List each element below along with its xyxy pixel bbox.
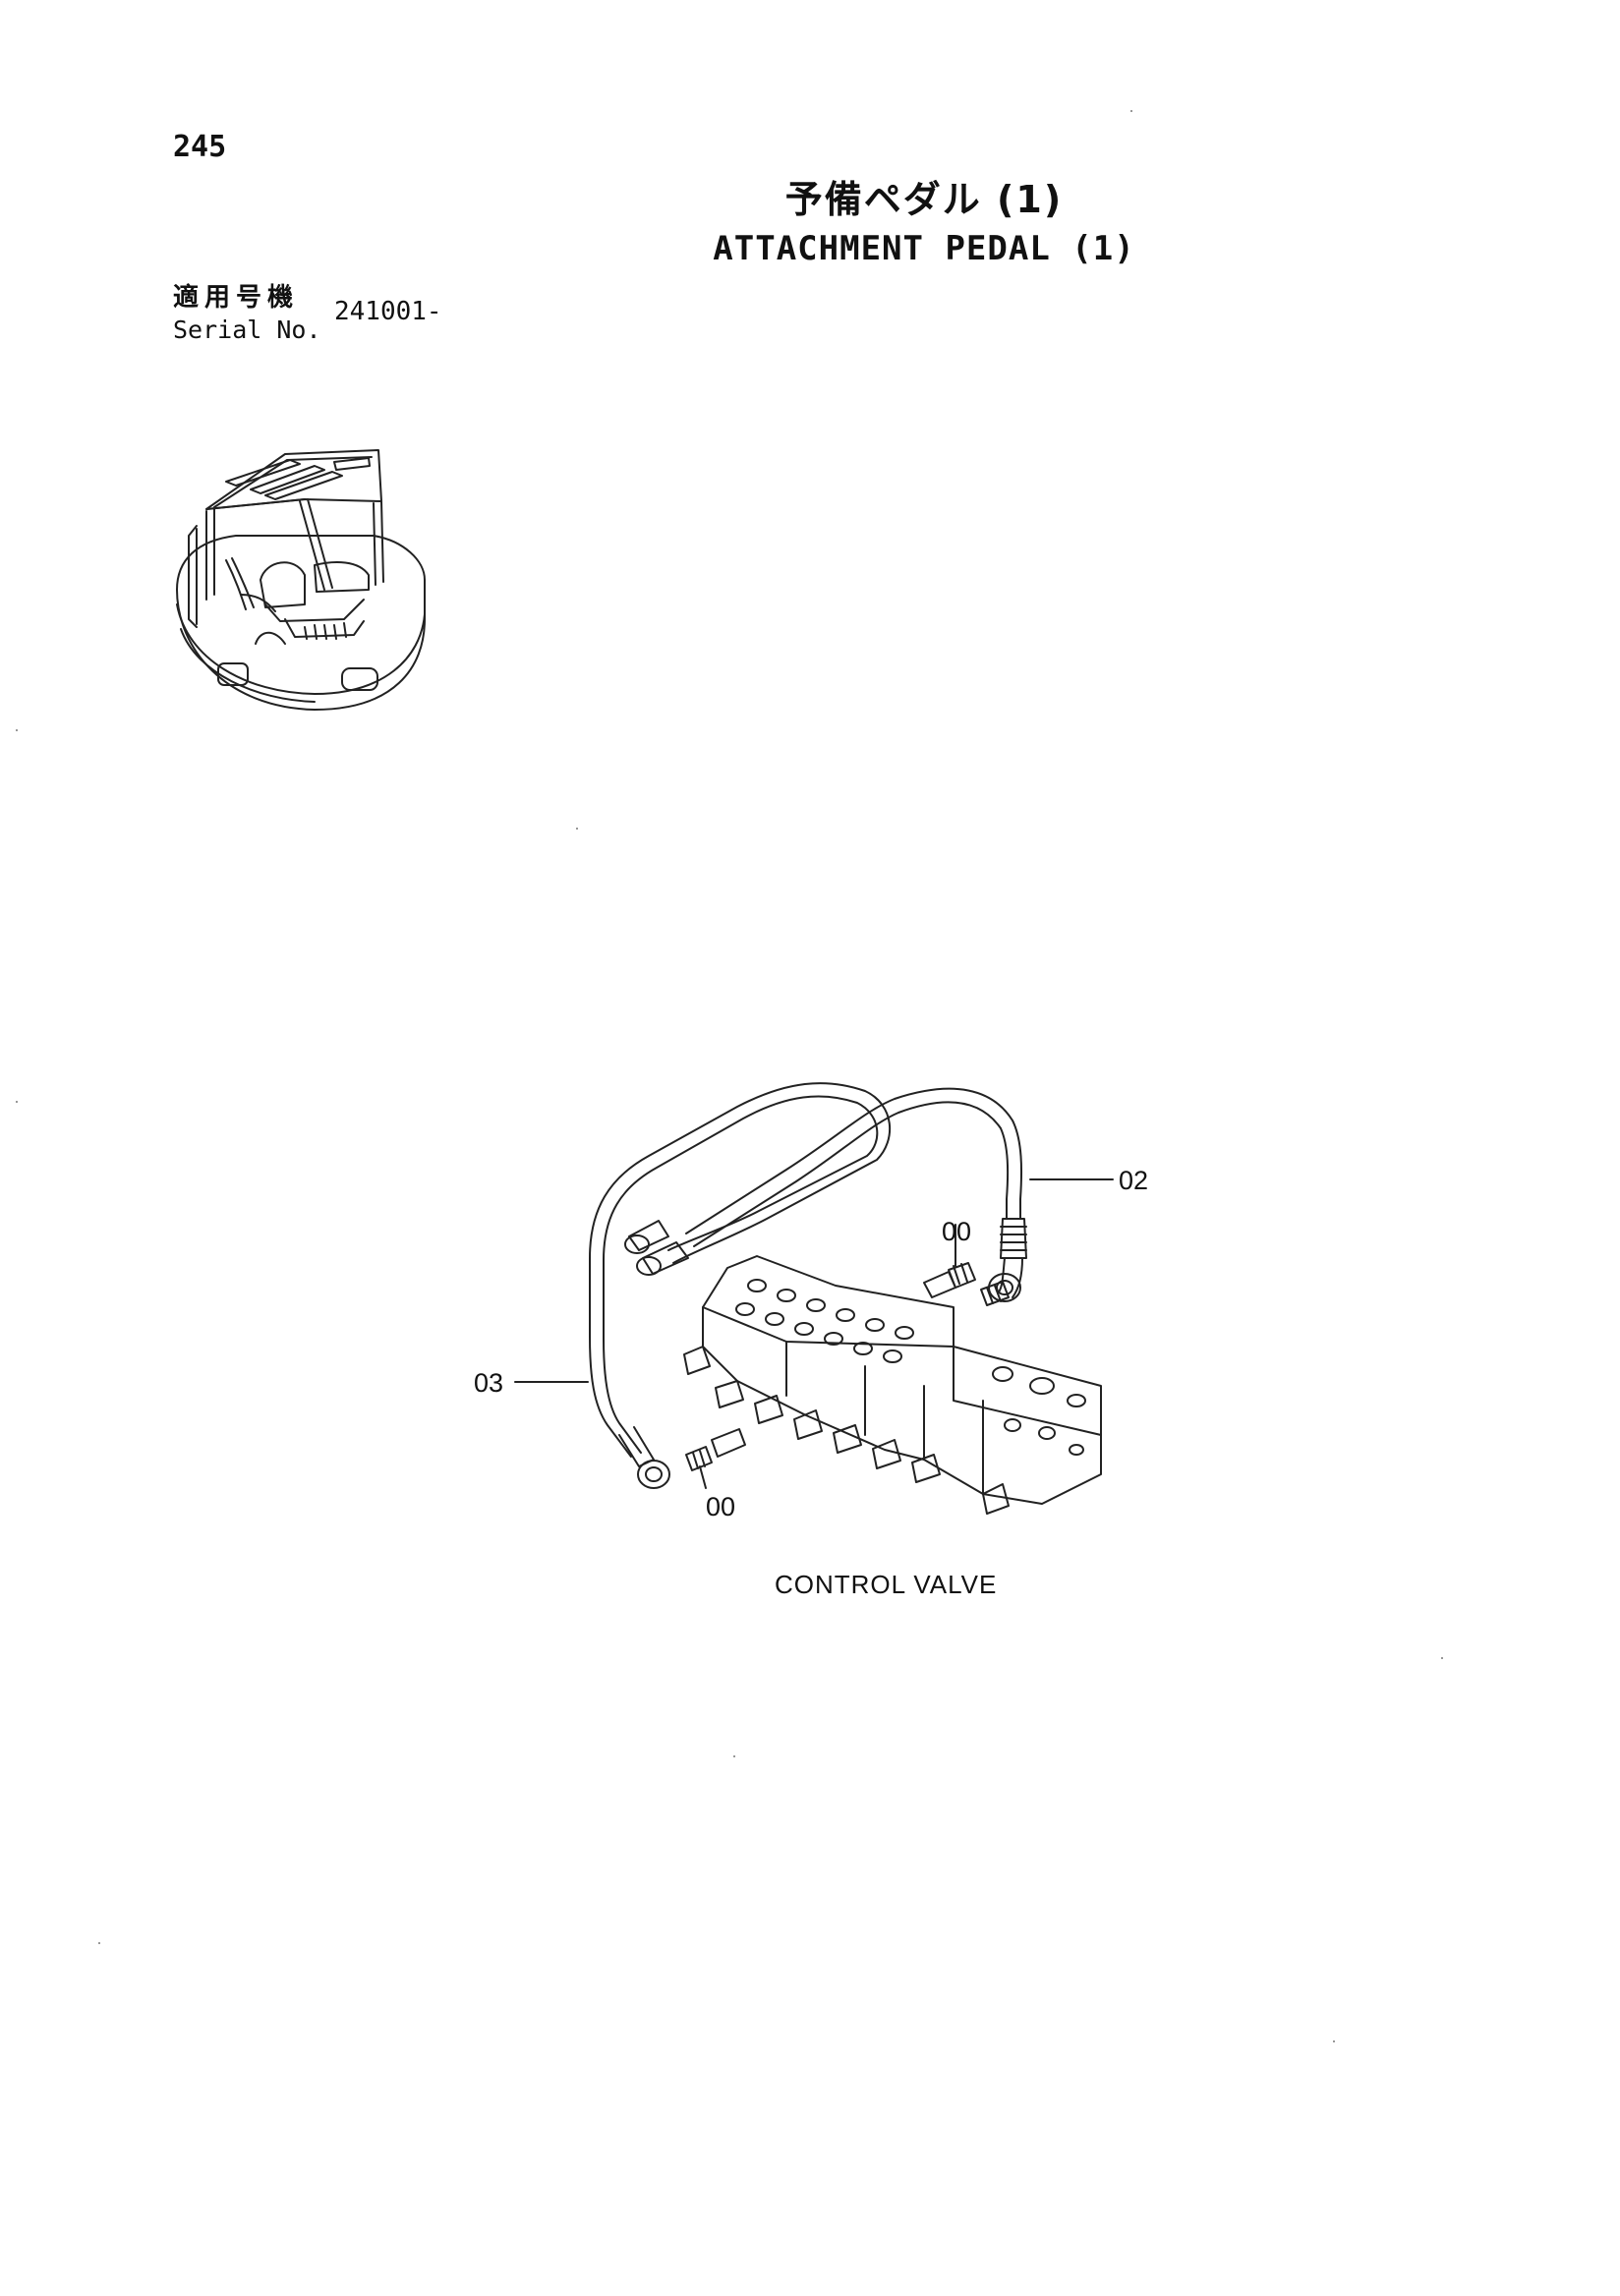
serial-label-japanese: 適用号機 xyxy=(173,283,300,313)
title-block: 予備ペダル (1) ATTACHMENT PEDAL (1) xyxy=(550,169,1298,268)
page-title-japanese: 予備ペダル (1) xyxy=(784,178,1064,221)
scan-speck xyxy=(733,1755,735,1757)
callout-03: 03 xyxy=(474,1368,504,1398)
attachment-pedal-assembly-diagram xyxy=(514,1082,1114,1515)
serial-number-value: 241001- xyxy=(334,297,442,326)
serial-label-english: Serial No. xyxy=(173,316,321,344)
page-number: 245 xyxy=(173,130,227,164)
scan-speck xyxy=(16,1101,18,1103)
scan-speck xyxy=(576,828,578,830)
callout-00-top: 00 xyxy=(942,1217,972,1246)
scan-speck xyxy=(1441,1657,1443,1659)
control-valve-ports xyxy=(735,1279,1086,1456)
hose-02-inner xyxy=(693,1101,1010,1247)
scan-speck xyxy=(1130,110,1132,112)
adapter-top xyxy=(923,1262,976,1298)
callout-00-bottom: 00 xyxy=(706,1492,736,1521)
scan-speck xyxy=(16,729,18,731)
control-valve-label: CONTROL VALVE xyxy=(775,1570,998,1599)
hose-02-outer xyxy=(685,1087,1023,1234)
control-valve-spools xyxy=(683,1346,1010,1515)
adapter-bottom xyxy=(685,1428,746,1471)
control-valve-body xyxy=(702,1255,1102,1505)
serial-label-block: 適用号機 Serial No. xyxy=(173,277,321,344)
page-title-english: ATTACHMENT PEDAL (1) xyxy=(713,229,1135,268)
scan-speck xyxy=(1333,2040,1335,2042)
hose-03-inner xyxy=(603,1095,879,1454)
hose-03-outer xyxy=(589,1082,892,1458)
scan-speck xyxy=(98,1942,100,1944)
callout-02: 02 xyxy=(1119,1166,1149,1195)
machine-locator-illustration xyxy=(176,449,426,711)
